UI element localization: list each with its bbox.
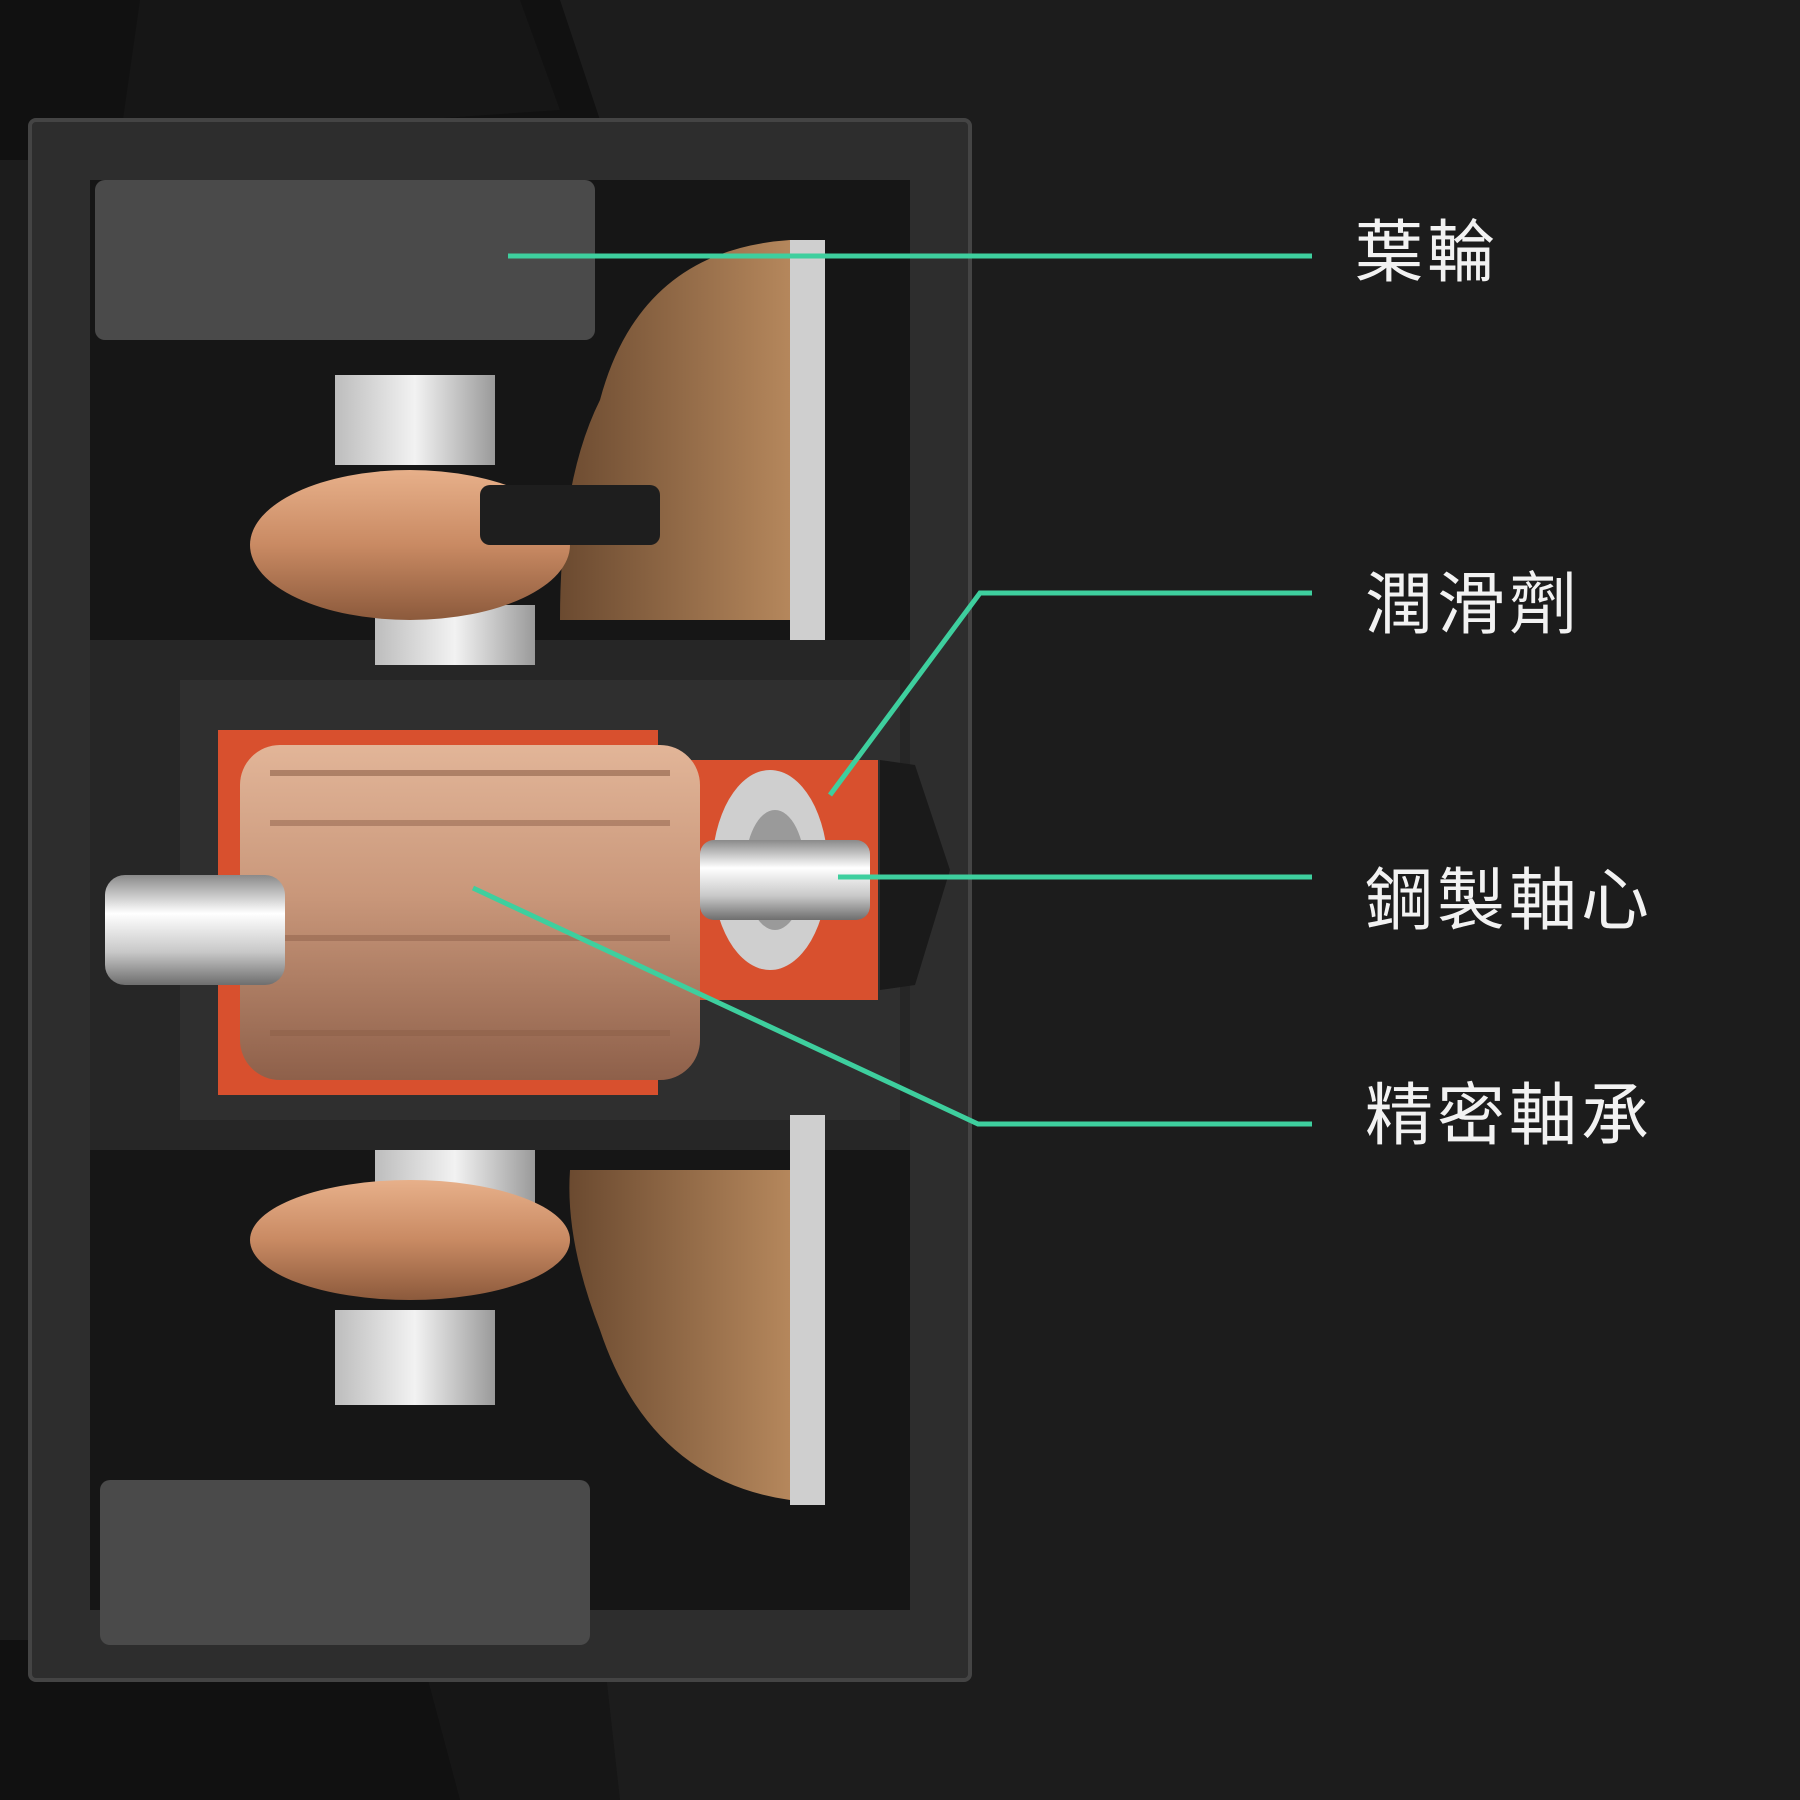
callout-label-steel-shaft: 鋼製軸心 — [1365, 862, 1654, 941]
stator-lamination-bottom — [335, 1150, 535, 1405]
leader-line-lubricant — [827, 590, 1312, 797]
precision-bearing-body — [240, 745, 700, 1080]
impeller-magnet-bottom — [100, 1480, 590, 1645]
impeller-disc-bottom — [569, 1115, 825, 1505]
steel-shaft — [105, 840, 870, 985]
leader-lines — [471, 253, 1312, 1127]
callout-label-impeller: 葉輪 — [1355, 214, 1500, 293]
callout-label-precision-bearing: 精密軸承 — [1365, 1077, 1654, 1156]
copper-winding-bottom — [250, 1180, 570, 1300]
impeller-magnet-top — [95, 180, 595, 340]
copper-winding-top — [250, 470, 660, 620]
leader-line-precision-bearing — [471, 885, 1312, 1127]
callout-label-lubricant: 潤滑劑 — [1365, 566, 1582, 645]
